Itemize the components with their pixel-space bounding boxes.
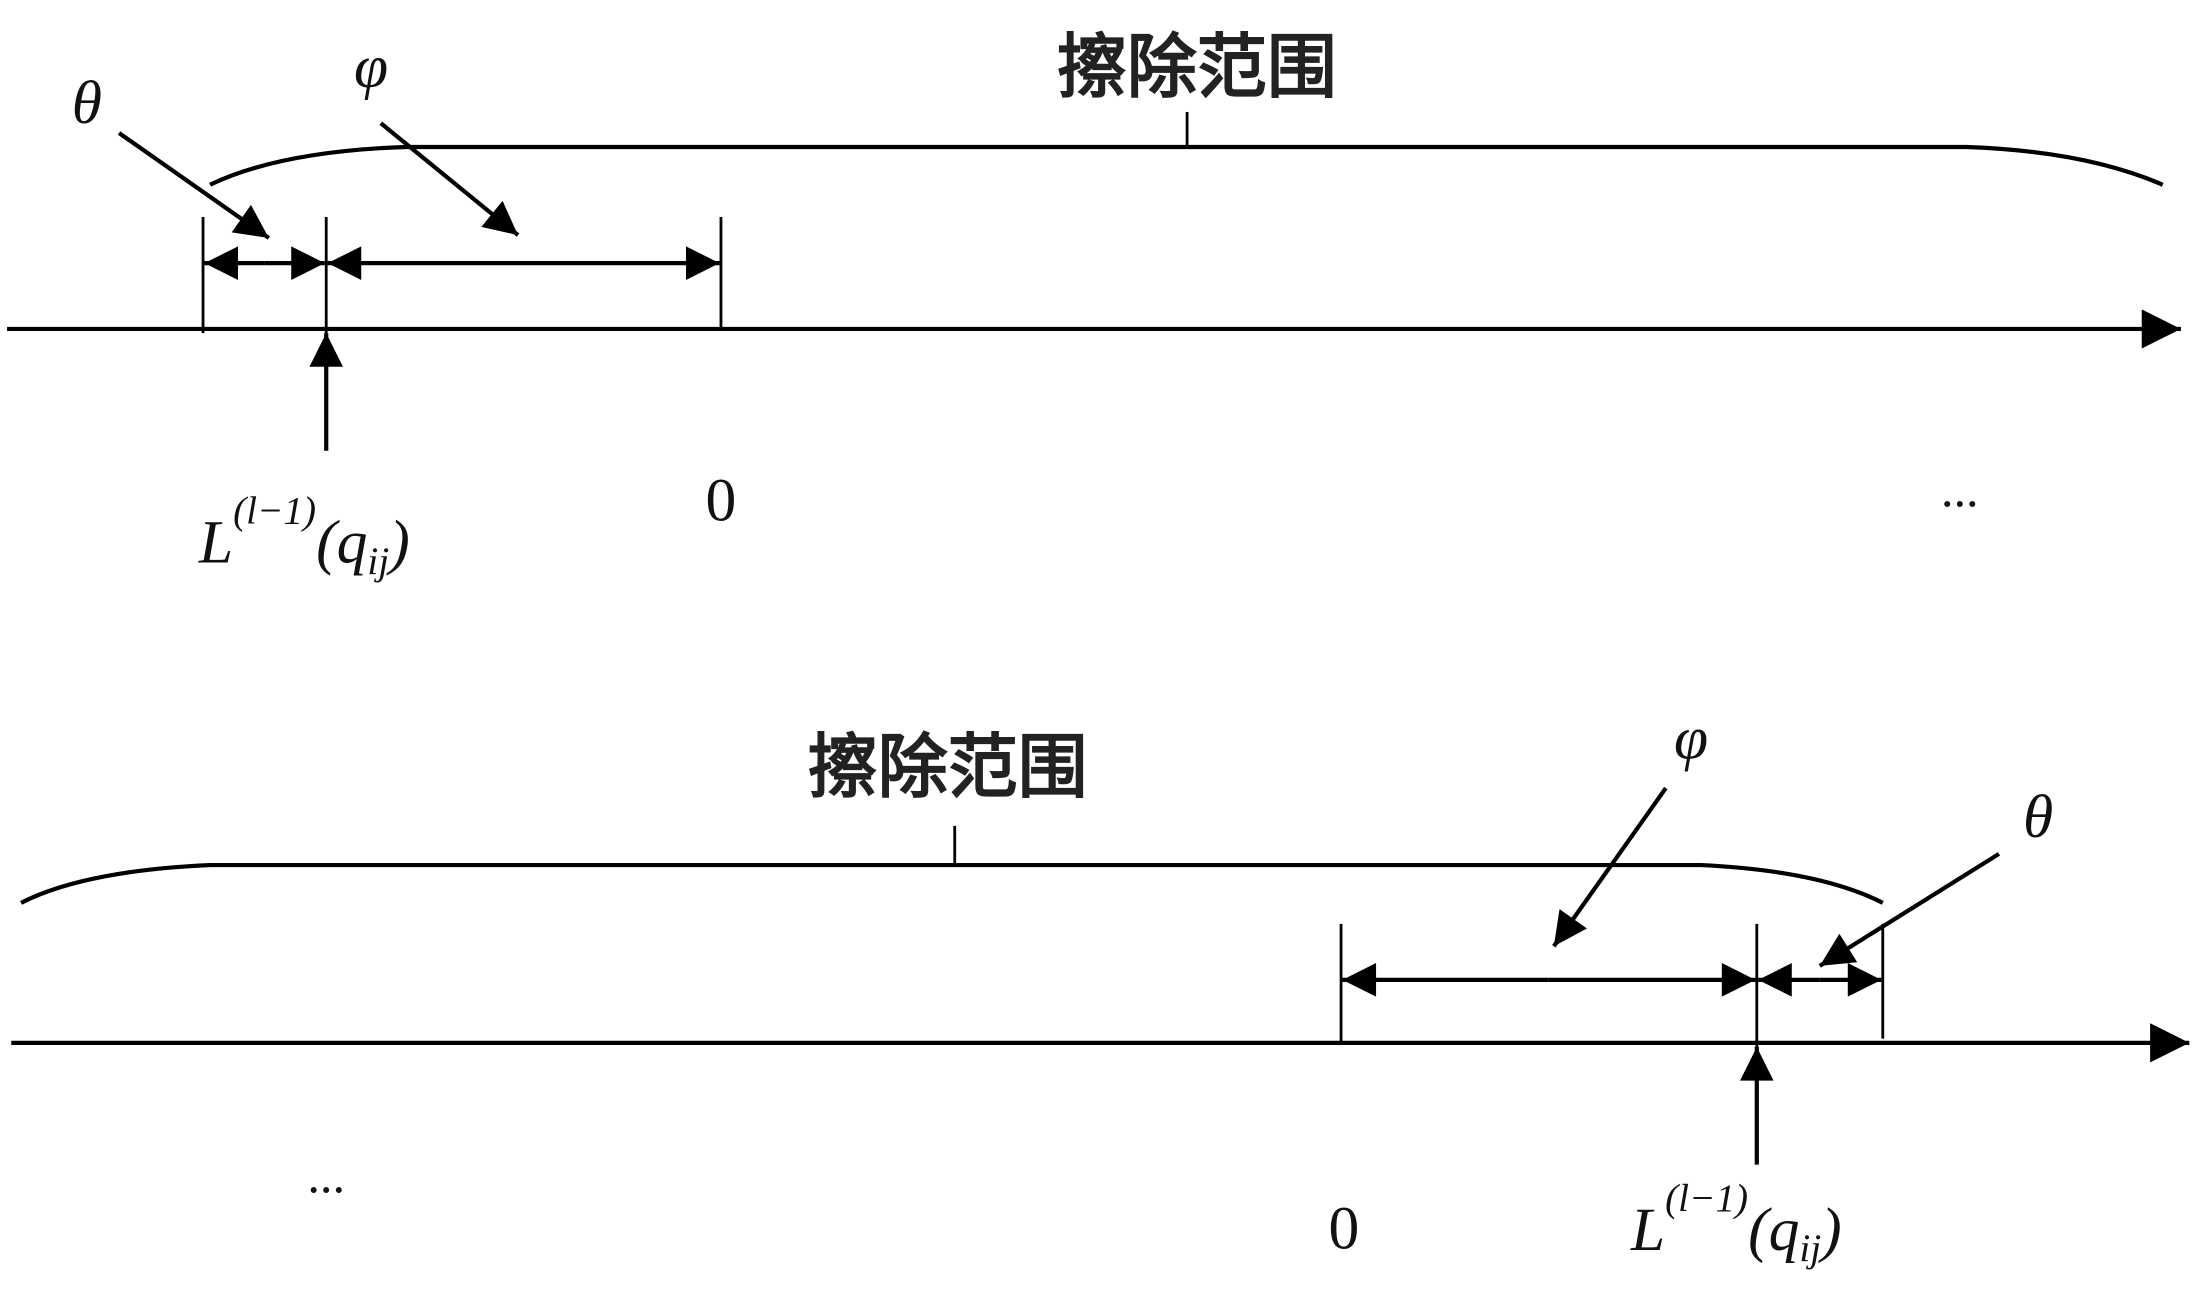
- bottom-panel: [11, 786, 2190, 1165]
- top-range-brace: [209, 144, 2164, 187]
- bottom-range-label: 擦除范围: [808, 726, 1088, 808]
- bottom-zero-label: 0: [1328, 1195, 1359, 1263]
- bottom-theta-pointer: [1818, 852, 2001, 968]
- top-marker-label: L(l−1)(qij): [198, 490, 410, 583]
- bottom-theta-label: θ: [2023, 783, 2053, 851]
- bottom-phi-pointer: [1552, 786, 1668, 948]
- top-ellipsis: ...: [1941, 462, 1979, 518]
- bottom-range-brace: [20, 862, 1884, 905]
- bottom-marker-label: L(l−1)(qij): [1630, 1177, 1842, 1270]
- top-phi-label: φ: [354, 33, 388, 101]
- top-theta-pointer: [117, 131, 271, 240]
- top-phi-pointer: [379, 121, 520, 237]
- bottom-ellipsis: ...: [307, 1148, 345, 1204]
- bottom-phi-label: φ: [1674, 705, 1708, 773]
- top-range-label: 擦除范围: [1057, 26, 1337, 108]
- top-theta-label: θ: [72, 69, 102, 137]
- top-zero-label: 0: [706, 467, 737, 535]
- top-panel: [7, 111, 2181, 451]
